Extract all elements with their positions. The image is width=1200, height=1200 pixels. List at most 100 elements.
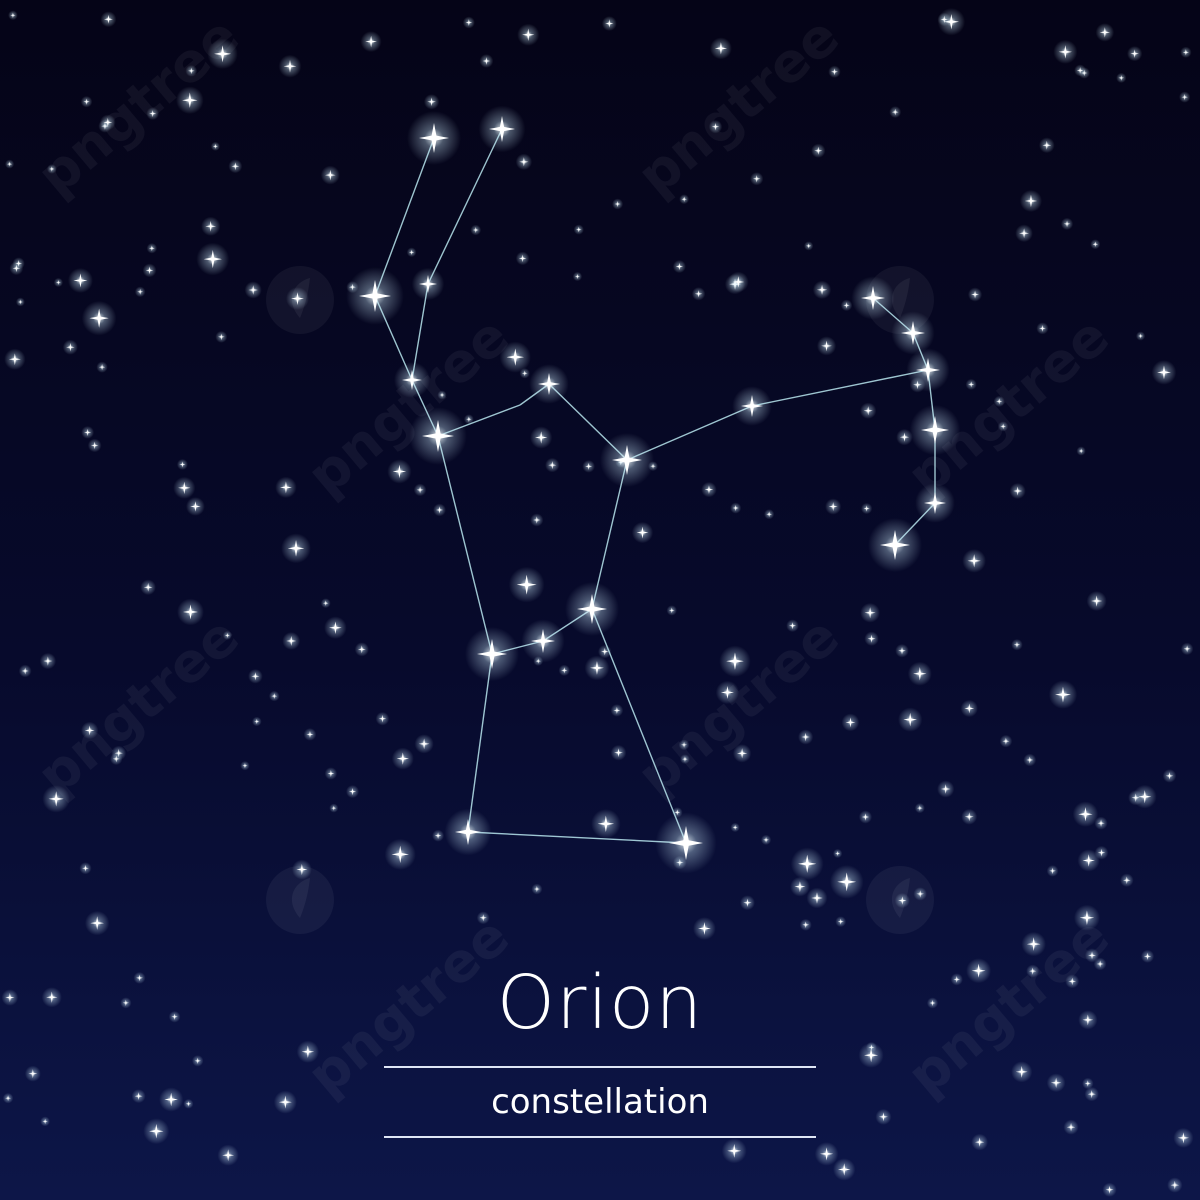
background-star	[463, 414, 474, 425]
background-star	[708, 119, 723, 134]
background-star	[62, 339, 78, 355]
background-star	[572, 271, 583, 282]
background-star	[15, 297, 25, 307]
background-star	[99, 114, 116, 131]
background-star	[672, 259, 686, 274]
background-star	[1077, 849, 1100, 872]
background-star	[610, 704, 624, 717]
background-star	[143, 1118, 170, 1145]
constellation-star	[655, 812, 717, 874]
background-star	[360, 31, 382, 53]
background-star	[329, 803, 339, 813]
background-star	[391, 747, 414, 770]
background-star	[185, 65, 198, 77]
constellation-line	[467, 831, 687, 844]
background-star	[282, 632, 301, 650]
background-star	[80, 721, 99, 740]
background-star	[1015, 224, 1033, 243]
background-star	[545, 457, 560, 473]
background-star	[914, 803, 925, 814]
background-star	[191, 1055, 204, 1067]
background-star	[159, 1087, 184, 1112]
background-star	[1151, 360, 1177, 385]
background-star	[679, 194, 690, 205]
background-star	[680, 754, 690, 765]
background-star	[530, 426, 553, 449]
background-star	[1179, 91, 1191, 103]
constellation-star	[891, 311, 935, 355]
background-star	[710, 37, 732, 60]
constellation-star	[906, 348, 950, 392]
background-star	[1036, 322, 1049, 335]
background-star	[12, 257, 25, 270]
constellation-line	[437, 435, 493, 655]
background-star	[42, 785, 70, 813]
background-star	[8, 10, 18, 21]
background-star	[898, 707, 923, 732]
background-star	[100, 11, 117, 28]
background-star	[437, 390, 447, 400]
background-star	[1019, 189, 1043, 213]
background-star	[354, 642, 369, 657]
background-star	[999, 734, 1013, 748]
background-star	[1078, 1010, 1098, 1030]
background-star	[4, 348, 26, 370]
background-star	[80, 95, 93, 108]
background-star	[1074, 64, 1087, 77]
background-star	[413, 483, 427, 497]
background-star	[1127, 46, 1143, 62]
background-star	[907, 661, 932, 686]
background-star	[2, 1092, 14, 1104]
background-star	[803, 241, 814, 251]
background-star	[201, 216, 221, 236]
background-star	[1084, 1086, 1099, 1102]
background-star	[799, 918, 812, 931]
background-star	[217, 1144, 239, 1166]
constellation-star	[465, 627, 519, 681]
constellation-line	[591, 608, 687, 844]
background-star	[1048, 680, 1078, 709]
background-star	[146, 243, 158, 254]
background-star	[40, 1116, 51, 1127]
background-star	[423, 94, 440, 110]
background-star	[721, 1138, 747, 1164]
background-star	[858, 810, 873, 824]
leaf-logo-icon	[266, 866, 334, 934]
background-star	[937, 780, 955, 798]
background-star	[1135, 331, 1146, 341]
background-star	[993, 395, 1005, 407]
background-star	[739, 895, 755, 911]
background-star	[825, 498, 842, 515]
background-star	[499, 341, 531, 373]
background-star	[701, 481, 717, 498]
background-star	[950, 973, 963, 986]
background-star	[750, 172, 764, 186]
background-star	[81, 300, 117, 336]
background-star	[1102, 1182, 1117, 1197]
background-star	[41, 987, 62, 1008]
background-star	[790, 876, 810, 897]
background-star	[860, 402, 877, 419]
background-star	[1180, 642, 1194, 656]
background-star	[384, 838, 416, 870]
constellation-star	[444, 808, 492, 856]
background-star	[814, 1142, 839, 1166]
background-star	[860, 602, 880, 623]
background-star	[558, 664, 570, 677]
background-star	[1162, 769, 1177, 783]
background-star	[1090, 239, 1101, 250]
background-star	[678, 739, 690, 751]
background-star	[828, 65, 841, 78]
background-star	[631, 521, 654, 544]
background-star	[937, 12, 951, 27]
background-star	[244, 281, 262, 299]
background-star	[1063, 1119, 1079, 1135]
background-star	[1082, 1077, 1094, 1090]
background-star	[470, 224, 482, 236]
constellation-star	[521, 619, 565, 663]
background-star	[926, 997, 939, 1009]
background-star	[133, 971, 146, 984]
background-star	[228, 159, 243, 174]
